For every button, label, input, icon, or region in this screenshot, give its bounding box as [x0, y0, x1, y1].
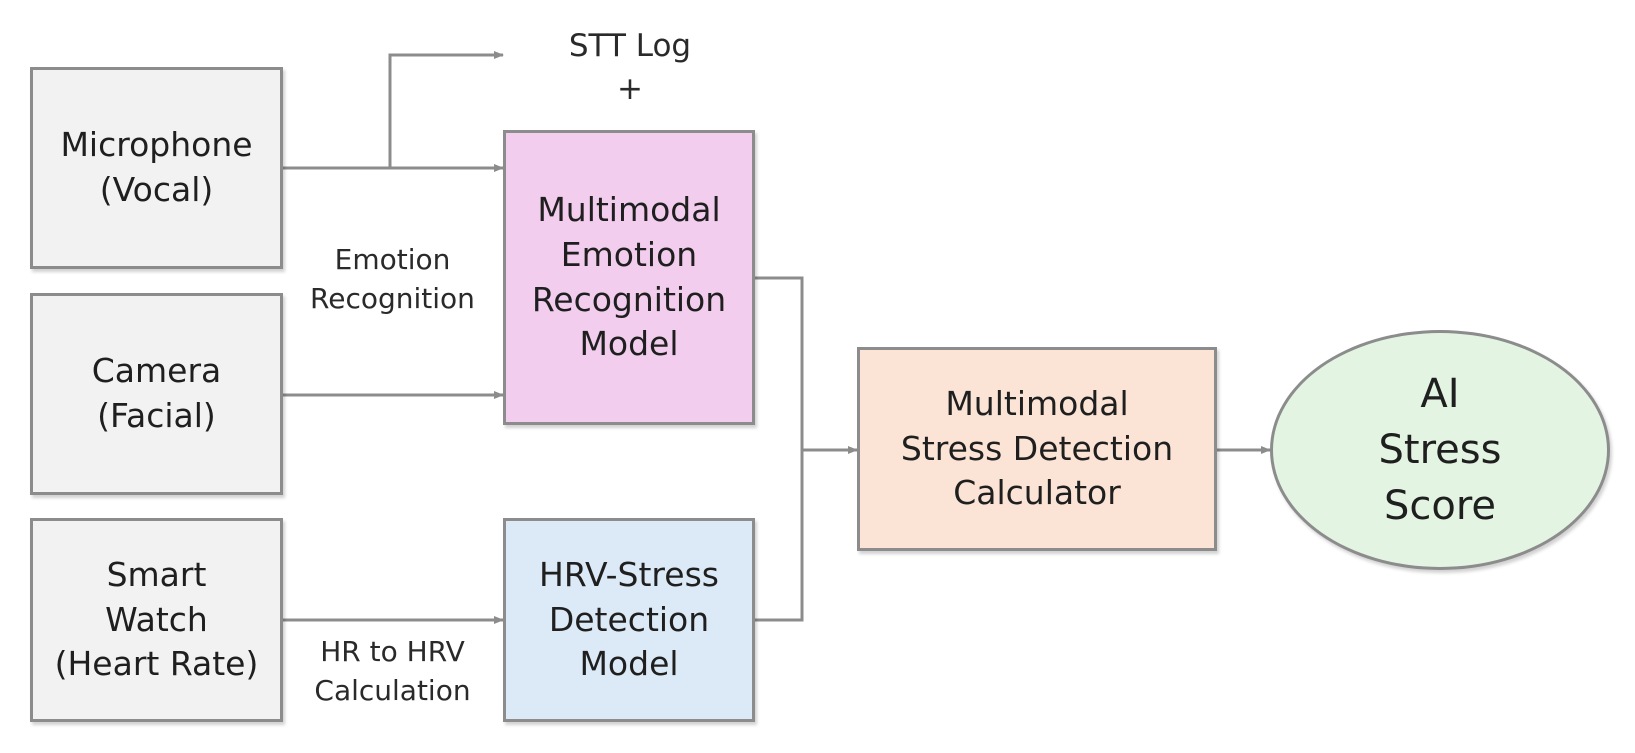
- arrow-microphone-to-stt-log: [388, 51, 504, 168]
- hr-to-hrv-calculation-label: HR to HRV Calculation: [314, 635, 471, 708]
- stress-detection-calculator-box: Multimodal Stress Detection Calculator: [857, 347, 1217, 551]
- microphone-box: Microphone (Vocal): [30, 67, 283, 269]
- camera-box: Camera (Facial): [30, 293, 283, 495]
- line-emotion-model-to-merge: [755, 276, 804, 450]
- hrv-stress-detection-model-box: HRV-Stress Detection Model: [503, 518, 755, 722]
- stt-log-label: STT Log +: [568, 28, 692, 108]
- line-hrv-model-to-merge: [755, 450, 804, 622]
- ai-stress-score-ellipse: AI Stress Score: [1270, 330, 1610, 570]
- emotion-recognition-label: Emotion Recognition: [310, 243, 475, 316]
- smartwatch-box: Smart Watch (Heart Rate): [30, 518, 283, 722]
- emotion-recognition-model-box: Multimodal Emotion Recognition Model: [503, 130, 755, 425]
